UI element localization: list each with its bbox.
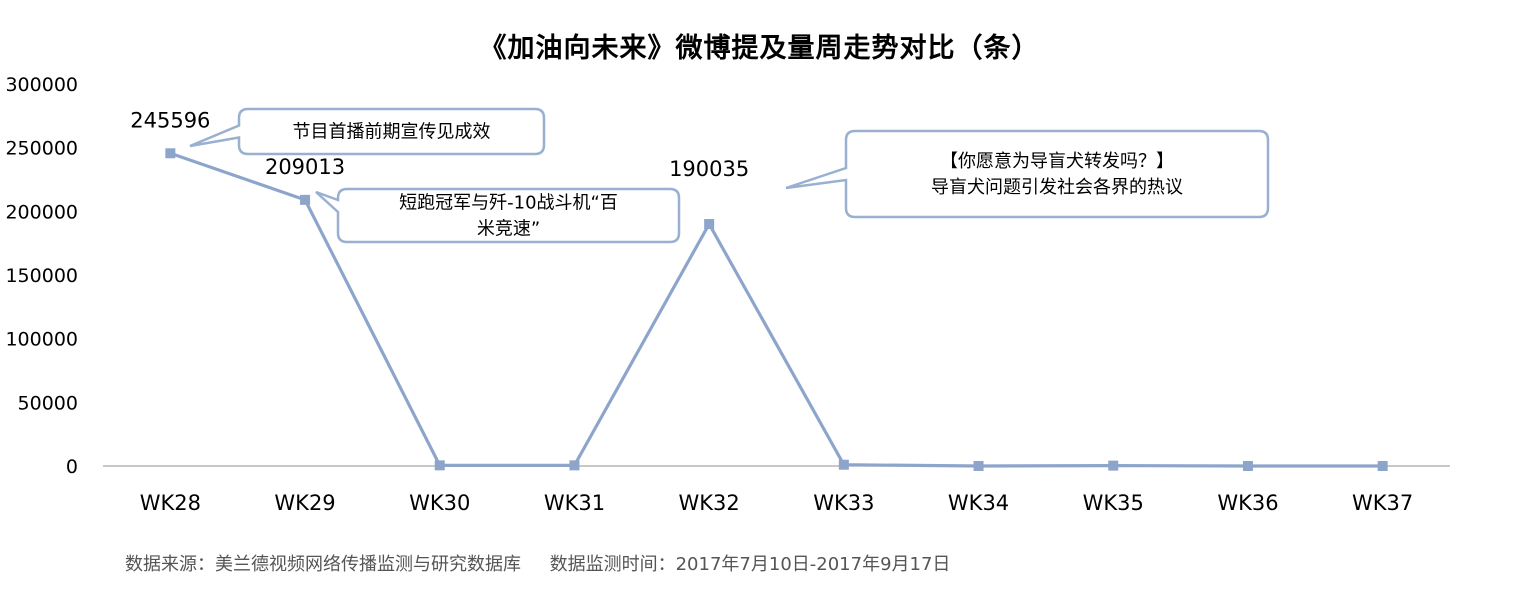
x-tick-label: WK30 — [409, 491, 470, 515]
x-tick-label: WK34 — [948, 491, 1009, 515]
x-tick-label: WK36 — [1217, 491, 1278, 515]
data-point — [1108, 460, 1119, 471]
annotation-text: 米竞速” — [477, 219, 540, 240]
annotation-text: 节目首播前期宣传见成效 — [293, 122, 491, 143]
data-point — [838, 459, 849, 470]
data-point — [973, 461, 984, 471]
data-point — [434, 460, 445, 471]
annotation-callout — [189, 107, 546, 156]
x-tick-label: WK31 — [544, 491, 605, 515]
annotation-callout — [785, 129, 1270, 219]
y-tick-label: 150000 — [5, 265, 78, 287]
y-tick-label: 0 — [66, 456, 78, 478]
source-footnote: 数据来源：美兰德视频网络传播监测与研究数据库 数据监测时间：2017年7月10日… — [125, 554, 951, 575]
y-tick-label: 250000 — [5, 138, 78, 160]
data-point — [1242, 461, 1253, 471]
data-point — [569, 460, 580, 471]
data-point — [1377, 461, 1388, 471]
y-tick-label: 100000 — [5, 329, 78, 351]
x-tick-label: WK28 — [140, 491, 201, 515]
x-tick-label: WK29 — [274, 491, 335, 515]
annotation-text: 导盲犬问题引发社会各界的热议 — [931, 177, 1183, 198]
data-label: 209013 — [265, 155, 345, 179]
y-tick-label: 200000 — [5, 201, 78, 223]
chart-title: 《加油向未来》微博提及量周走势对比（条） — [479, 33, 1040, 64]
x-tick-label: WK35 — [1083, 491, 1144, 515]
annotation-text: 【你愿意为导盲犬转发吗？】 — [940, 151, 1174, 172]
series-line — [169, 151, 1383, 468]
y-tick-label: 50000 — [18, 392, 78, 414]
data-point — [165, 148, 176, 159]
annotation-text: 短跑冠军与歼-10战斗机“百 — [399, 193, 618, 214]
x-tick-label: WK32 — [679, 491, 740, 515]
x-tick-label: WK37 — [1352, 491, 1413, 515]
data-point — [300, 194, 311, 205]
y-tick-label: 300000 — [5, 74, 78, 96]
x-tick-label: WK33 — [813, 491, 874, 515]
data-label: 190035 — [669, 157, 749, 181]
data-label: 245596 — [130, 108, 210, 132]
annotation-callout — [315, 187, 681, 244]
data-point — [704, 219, 715, 230]
